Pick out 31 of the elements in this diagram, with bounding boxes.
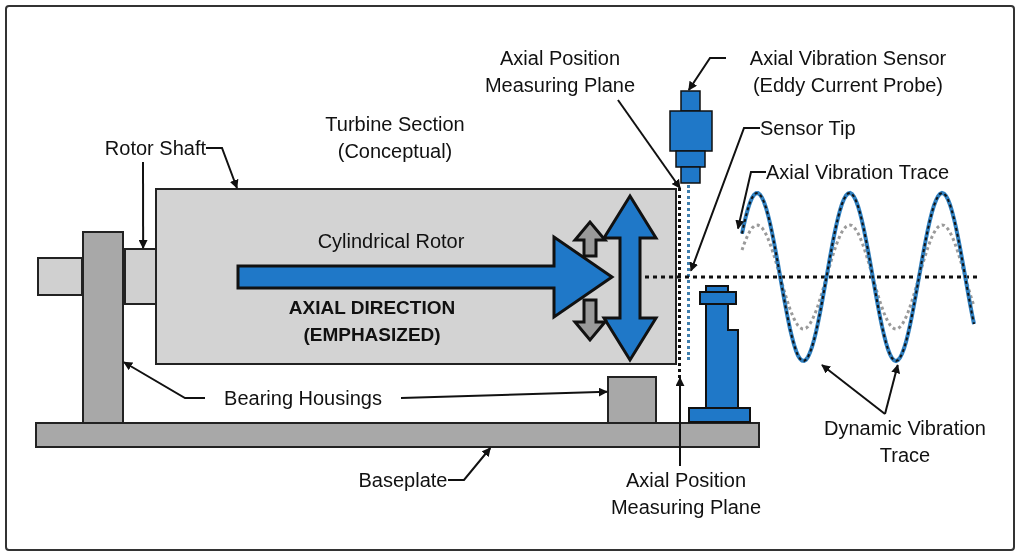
- callout-label: Baseplate: [358, 467, 448, 493]
- callout-label: Axial Vibration Sensor (Eddy Current Probe): [748, 46, 948, 98]
- callout-label: Dynamic Vibration Trace: [823, 416, 987, 468]
- bearing-housing: [82, 231, 124, 424]
- callout-label: Bearing Housings: [224, 385, 382, 411]
- leader-arrow: [820, 364, 886, 415]
- leader-arrow: [687, 57, 727, 91]
- leader-arrow: [138, 161, 148, 249]
- leader-arrow: [616, 99, 681, 189]
- bearing-housing: [607, 376, 657, 424]
- callout-label: Axial Position Measuring Plane: [483, 46, 637, 98]
- leader-arrow: [884, 364, 901, 415]
- leader-arrow: [689, 127, 761, 272]
- leader-arrow: [447, 447, 492, 481]
- callout-label: Axial Vibration Trace: [766, 159, 950, 185]
- leader-arrow: [123, 361, 206, 399]
- callout-label: Turbine Section (Conceptual): [324, 112, 466, 164]
- leader-arrow: [675, 377, 685, 467]
- callout-label: Axial Position Measuring Plane: [609, 468, 763, 520]
- measuring-plane-line: [678, 188, 682, 378]
- baseplate: [35, 422, 760, 448]
- rotor-shaft: [124, 248, 157, 305]
- leader-arrow: [735, 171, 767, 230]
- leader-arrow: [400, 387, 608, 399]
- leader-arrow: [205, 147, 239, 189]
- rotor-label: Cylindrical Rotor: [316, 229, 466, 254]
- callout-label: Rotor Shaft: [104, 135, 206, 161]
- callout-label: Sensor Tip: [760, 115, 856, 141]
- direction-label: AXIAL DIRECTION (EMPHASIZED): [287, 296, 457, 347]
- sensor-beam-line: [687, 185, 691, 360]
- eddy-current-probe-drawing: [669, 90, 713, 184]
